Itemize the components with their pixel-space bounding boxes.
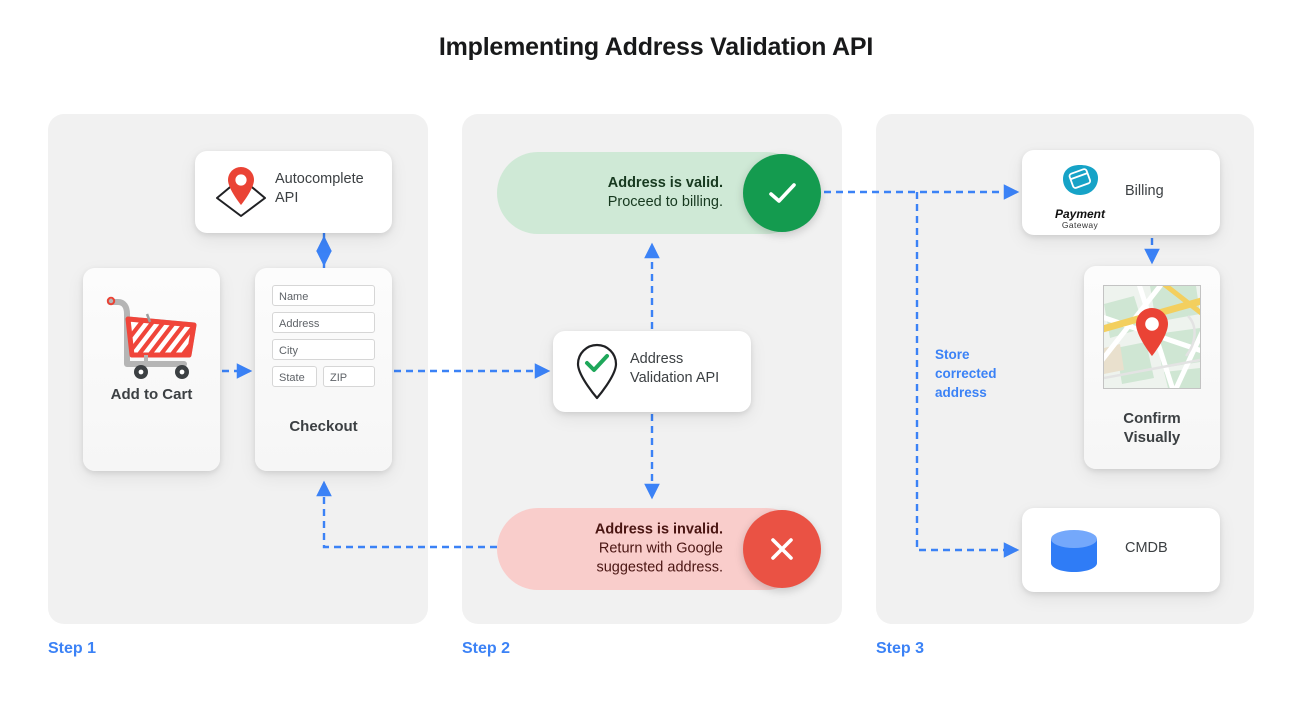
name-field[interactable]: Name	[272, 285, 375, 306]
address-validation-api-label: Address Validation API	[630, 350, 745, 388]
validation-label-line1: Address	[630, 351, 684, 367]
step-2-label: Step 2	[462, 640, 511, 657]
add-to-cart-label: Add to Cart	[110, 386, 193, 403]
step-1-label: Step 1	[48, 640, 97, 657]
shopping-cart-icon	[102, 292, 202, 389]
checkout-card[interactable]: Name Address City State ZIP Checkout	[255, 268, 392, 471]
billing-label: Billing	[1125, 183, 1164, 199]
store-note-line1: Store	[935, 347, 970, 362]
address-invalid-text: Address is invalid. Return with Google s…	[595, 521, 723, 578]
checkout-label: Checkout	[289, 418, 358, 435]
confirm-visually-card[interactable]: Confirm Visually	[1084, 266, 1220, 469]
confirm-label-line2: Visually	[1123, 428, 1181, 446]
close-icon	[743, 510, 821, 588]
confirm-label-line1: Confirm	[1123, 410, 1181, 427]
store-corrected-address-annotation: Store corrected address	[935, 345, 1025, 402]
autocomplete-label-line2: API	[275, 190, 299, 206]
state-field[interactable]: State	[272, 366, 317, 387]
address-valid-headline: Address is valid.	[607, 175, 723, 191]
validation-label-line2: Validation API	[630, 370, 720, 386]
map-thumbnail-icon	[1103, 285, 1201, 389]
add-to-cart-card[interactable]: Add to Cart	[83, 268, 220, 471]
map-pin-diamond-icon	[213, 165, 269, 224]
payment-gateway-logo-line2: Gateway	[1061, 220, 1099, 230]
cmdb-label: CMDB	[1125, 540, 1168, 556]
address-invalid-headline: Address is invalid.	[594, 521, 723, 538]
confirm-visually-label: Confirm Visually	[1084, 410, 1220, 448]
step-3-label: Step 3	[876, 640, 925, 657]
city-field[interactable]: City	[272, 339, 375, 360]
autocomplete-api-label: Autocomplete API	[275, 170, 385, 208]
address-valid-subtext: Proceed to billing.	[607, 194, 723, 210]
payment-gateway-logo-line1: Payment	[1054, 207, 1106, 221]
address-valid-banner: Address is valid. Proceed to billing.	[497, 152, 821, 234]
address-field[interactable]: Address	[272, 312, 375, 333]
address-valid-text: Address is valid. Proceed to billing.	[608, 174, 723, 212]
database-icon	[1048, 528, 1100, 579]
check-icon	[743, 154, 821, 232]
store-note-line3: address	[935, 385, 987, 400]
autocomplete-api-card[interactable]: Autocomplete API	[195, 151, 392, 233]
address-validation-api-card[interactable]: Address Validation API	[553, 331, 751, 412]
zip-field[interactable]: ZIP	[323, 366, 375, 387]
billing-card[interactable]: Payment Gateway Billing	[1022, 150, 1220, 235]
autocomplete-label-line1: Autocomplete	[275, 171, 364, 187]
address-invalid-subtext-line1: Return with Google	[598, 540, 723, 557]
address-invalid-banner: Address is invalid. Return with Google s…	[497, 508, 821, 590]
cmdb-card[interactable]: CMDB	[1022, 508, 1220, 592]
store-note-line2: corrected	[935, 366, 997, 381]
page-title: Implementing Address Validation API	[438, 33, 874, 61]
address-invalid-subtext-line2: suggested address.	[596, 559, 723, 576]
payment-gateway-icon: Payment Gateway	[1044, 164, 1116, 230]
pin-check-icon	[573, 342, 621, 407]
